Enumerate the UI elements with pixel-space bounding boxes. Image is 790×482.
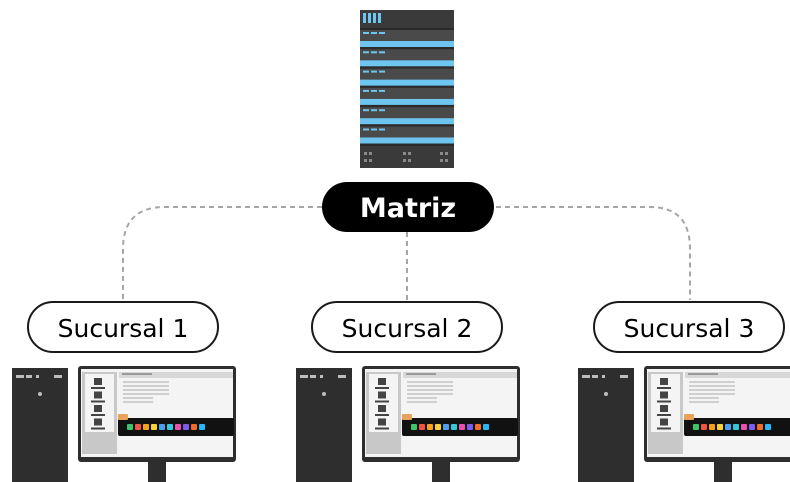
workstation-3 xyxy=(578,366,790,482)
monitor-icon xyxy=(78,366,236,482)
branch-node-2: Sucursal 2 xyxy=(311,301,503,353)
branch-label-2: Sucursal 2 xyxy=(342,314,473,343)
rack-slot xyxy=(360,30,454,47)
hub-pill xyxy=(322,182,494,232)
connector-left xyxy=(122,206,322,300)
branch-label-3: Sucursal 3 xyxy=(624,314,755,343)
pc-tower-icon xyxy=(296,368,352,482)
pc-tower-icon xyxy=(12,368,68,482)
connector-lines xyxy=(122,206,691,300)
connector-right xyxy=(496,206,691,300)
rack-slot xyxy=(360,126,454,144)
pc-tower-icon xyxy=(578,368,634,482)
monitor-icon xyxy=(644,366,790,482)
branch-node-1: Sucursal 1 xyxy=(27,301,219,353)
workstation-1 xyxy=(12,366,236,482)
rack-slot xyxy=(360,87,454,105)
rack-slot xyxy=(360,49,454,67)
branch-pill-1 xyxy=(27,301,219,353)
branch-pill-2 xyxy=(311,301,503,353)
branch-pill-3 xyxy=(593,301,785,353)
hub-label: Matriz xyxy=(360,193,456,224)
server-rack-icon xyxy=(360,10,454,168)
rack-slot xyxy=(360,68,454,86)
branch-label-1: Sucursal 1 xyxy=(58,314,189,343)
hub-node: Matriz xyxy=(322,182,494,232)
rack-slot xyxy=(360,107,454,125)
workstation-2 xyxy=(296,366,520,482)
monitor-icon xyxy=(362,366,520,482)
branch-node-3: Sucursal 3 xyxy=(593,301,785,353)
